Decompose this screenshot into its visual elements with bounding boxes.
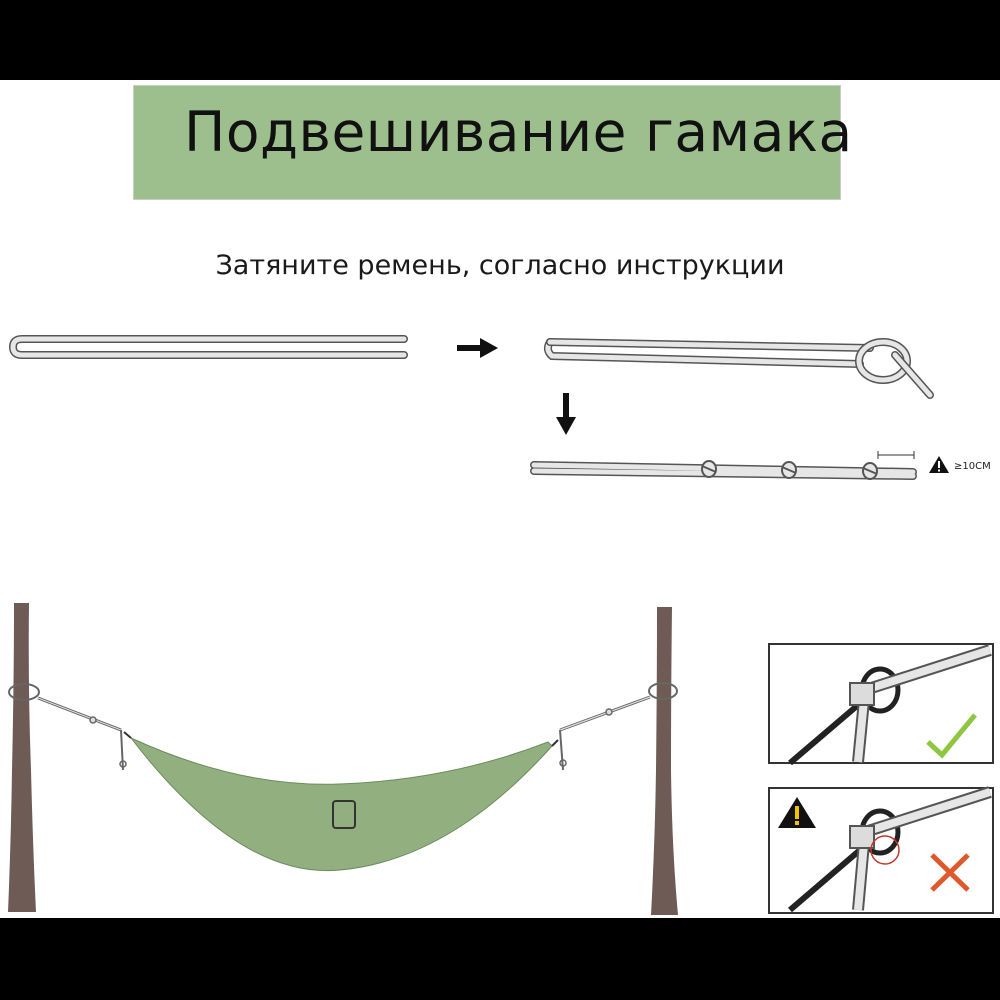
strap-with-knots (530, 451, 917, 480)
arrow-down-icon (556, 393, 576, 435)
diagram-canvas: Подвешивание гамака Затяните ремень, сог… (0, 80, 1000, 918)
folded-strap (8, 335, 408, 359)
min-length-label: ≥10CM (954, 461, 991, 472)
strap-loop-knot (543, 338, 934, 399)
left-tree (8, 603, 36, 912)
instruction-text: Затяните ремень, согласно инструкции (215, 250, 785, 281)
dimension-marker (877, 451, 915, 459)
warning-icon (929, 456, 949, 473)
incorrect-attachment-inset (768, 786, 994, 914)
correct-attachment-inset (768, 643, 994, 766)
knot (862, 462, 878, 480)
right-tree (651, 607, 678, 915)
hammock (123, 731, 559, 872)
suspension-straps (8, 682, 678, 771)
cross-icon (930, 853, 970, 892)
top-black-bar (0, 0, 1000, 80)
hammock-pocket (332, 800, 356, 829)
title-banner: Подвешивание гамака (133, 85, 852, 200)
diagram-illustration (8, 335, 994, 915)
page-title: Подвешивание гамака (184, 100, 853, 164)
knot (701, 460, 717, 478)
bottom-black-bar (0, 918, 1000, 1000)
warning-icon (778, 797, 816, 828)
knot (781, 461, 797, 479)
arrow-right-icon (457, 338, 498, 358)
check-icon (926, 713, 977, 759)
